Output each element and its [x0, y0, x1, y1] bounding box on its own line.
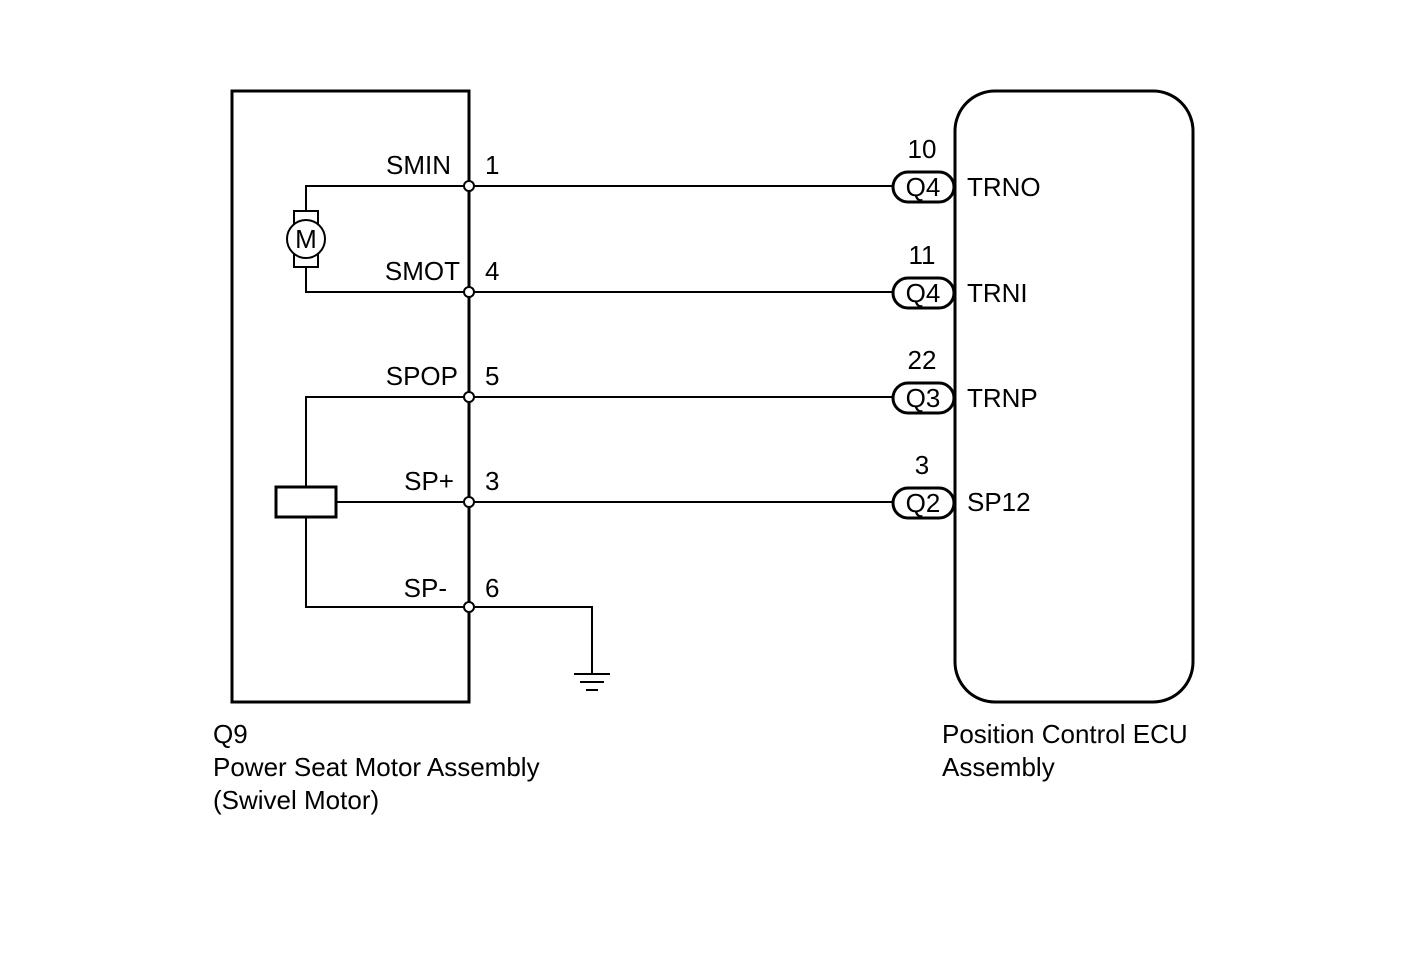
left-component-name-line2: (Swivel Motor): [213, 785, 379, 815]
ecu-pin-number-22: 22: [908, 345, 937, 375]
terminal-dot: [463, 180, 475, 192]
ground-icon: [574, 673, 610, 691]
terminal-dot: [463, 286, 475, 298]
motor-wire-top: [305, 185, 469, 211]
connector-label-q4: Q4: [906, 278, 941, 308]
connector-pill: [891, 276, 956, 310]
sensor-wire-bottom: [305, 517, 469, 608]
left-terminals: [463, 180, 475, 613]
pin-number-6: 6: [485, 573, 499, 603]
signal-label-smot: SMOT: [385, 256, 460, 286]
wire-sp-minus-ground: [469, 606, 593, 673]
connector-label-q3: Q3: [906, 383, 941, 413]
ecu-connectors: [891, 170, 956, 520]
connector-pill: [891, 381, 956, 415]
right-component-name-line1: Position Control ECU: [942, 719, 1188, 749]
motor-symbol-label: M: [295, 224, 317, 254]
pin-number-1: 1: [485, 150, 499, 180]
connector-label-q4: Q4: [906, 172, 941, 202]
left-component-code: Q9: [213, 719, 248, 749]
motor-wire-bottom: [305, 267, 469, 293]
ecu-pin-number-11: 11: [909, 240, 936, 270]
ecu-signal-sp12: SP12: [967, 487, 1031, 517]
signal-label-smin: SMIN: [386, 150, 451, 180]
connector-pill: [891, 170, 956, 204]
right-component-name-line2: Assembly: [942, 752, 1055, 782]
terminal-dot: [463, 601, 475, 613]
position-sensor-icon: [274, 485, 338, 519]
pin-number-4: 4: [485, 256, 499, 286]
connector-pill: [891, 486, 956, 520]
pin-number-5: 5: [485, 361, 499, 391]
ecu-signal-trni: TRNI: [967, 278, 1028, 308]
terminal-dot: [463, 391, 475, 403]
signal-label-sp-minus: SP-: [404, 573, 447, 603]
ecu-pin-number-10: 10: [908, 134, 937, 164]
terminal-dot: [463, 496, 475, 508]
pin-number-3: 3: [485, 466, 499, 496]
ecu-signal-trno: TRNO: [967, 172, 1041, 202]
signal-label-sp-plus: SP+: [404, 466, 454, 496]
ecu-signal-trnp: TRNP: [967, 383, 1038, 413]
signal-label-spop: SPOP: [386, 361, 458, 391]
connector-label-q2: Q2: [906, 488, 941, 518]
sensor-wire-top: [305, 396, 469, 487]
motor-icon: [286, 210, 326, 268]
left-component-name-line1: Power Seat Motor Assembly: [213, 752, 540, 782]
ecu-pin-number-3: 3: [915, 450, 929, 480]
